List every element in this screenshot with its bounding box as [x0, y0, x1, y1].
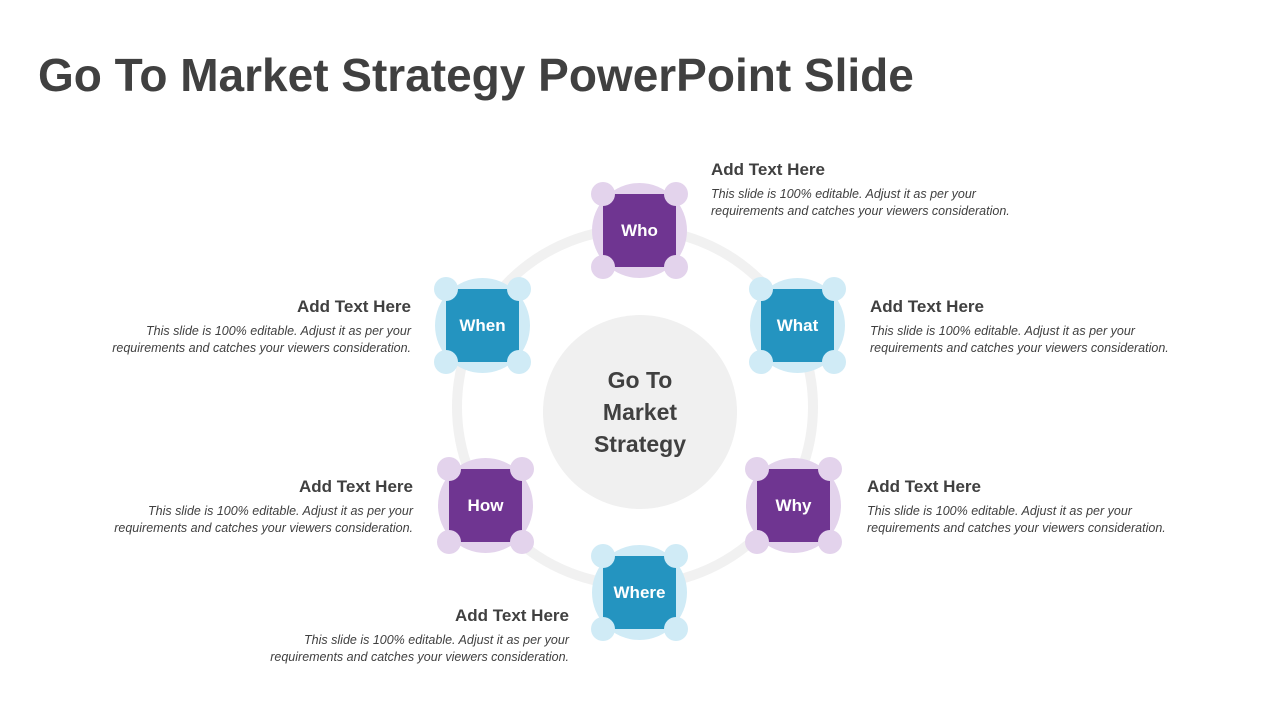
text-heading: Add Text Here [867, 477, 981, 496]
node-label: Who [621, 220, 658, 240]
text-heading: Add Text Here [455, 606, 569, 625]
text-body: This slide is 100% editable. Adjust it a… [711, 187, 1010, 218]
node-label: What [776, 315, 819, 335]
node-label: When [459, 315, 506, 335]
center-line: Go To [607, 367, 673, 393]
center-line: Market [602, 399, 678, 425]
text-heading: Add Text Here [711, 160, 825, 179]
node-who: Who [591, 182, 688, 279]
slide-title: Go To Market Strategy PowerPoint Slide [38, 49, 914, 101]
text-body: This slide is 100% editable. Adjust it a… [870, 324, 1169, 355]
node-label: Why [775, 495, 812, 515]
text-body: This slide is 100% editable. Adjust it a… [867, 504, 1166, 535]
center-line: Strategy [593, 431, 687, 457]
text-body: This slide is 100% editable. Adjust it a… [114, 504, 413, 535]
text-heading: Add Text Here [299, 477, 413, 496]
node-why: Why [745, 457, 842, 554]
node-how: How [437, 457, 534, 554]
node-where: Where [591, 544, 688, 641]
text-heading: Add Text Here [297, 297, 411, 316]
node-what: What [749, 277, 846, 374]
node-when: When [434, 277, 531, 374]
node-label: Where [613, 582, 666, 602]
text-body: This slide is 100% editable. Adjust it a… [270, 633, 569, 664]
node-label: How [467, 495, 504, 515]
text-heading: Add Text Here [870, 297, 984, 316]
text-body: This slide is 100% editable. Adjust it a… [112, 324, 411, 355]
